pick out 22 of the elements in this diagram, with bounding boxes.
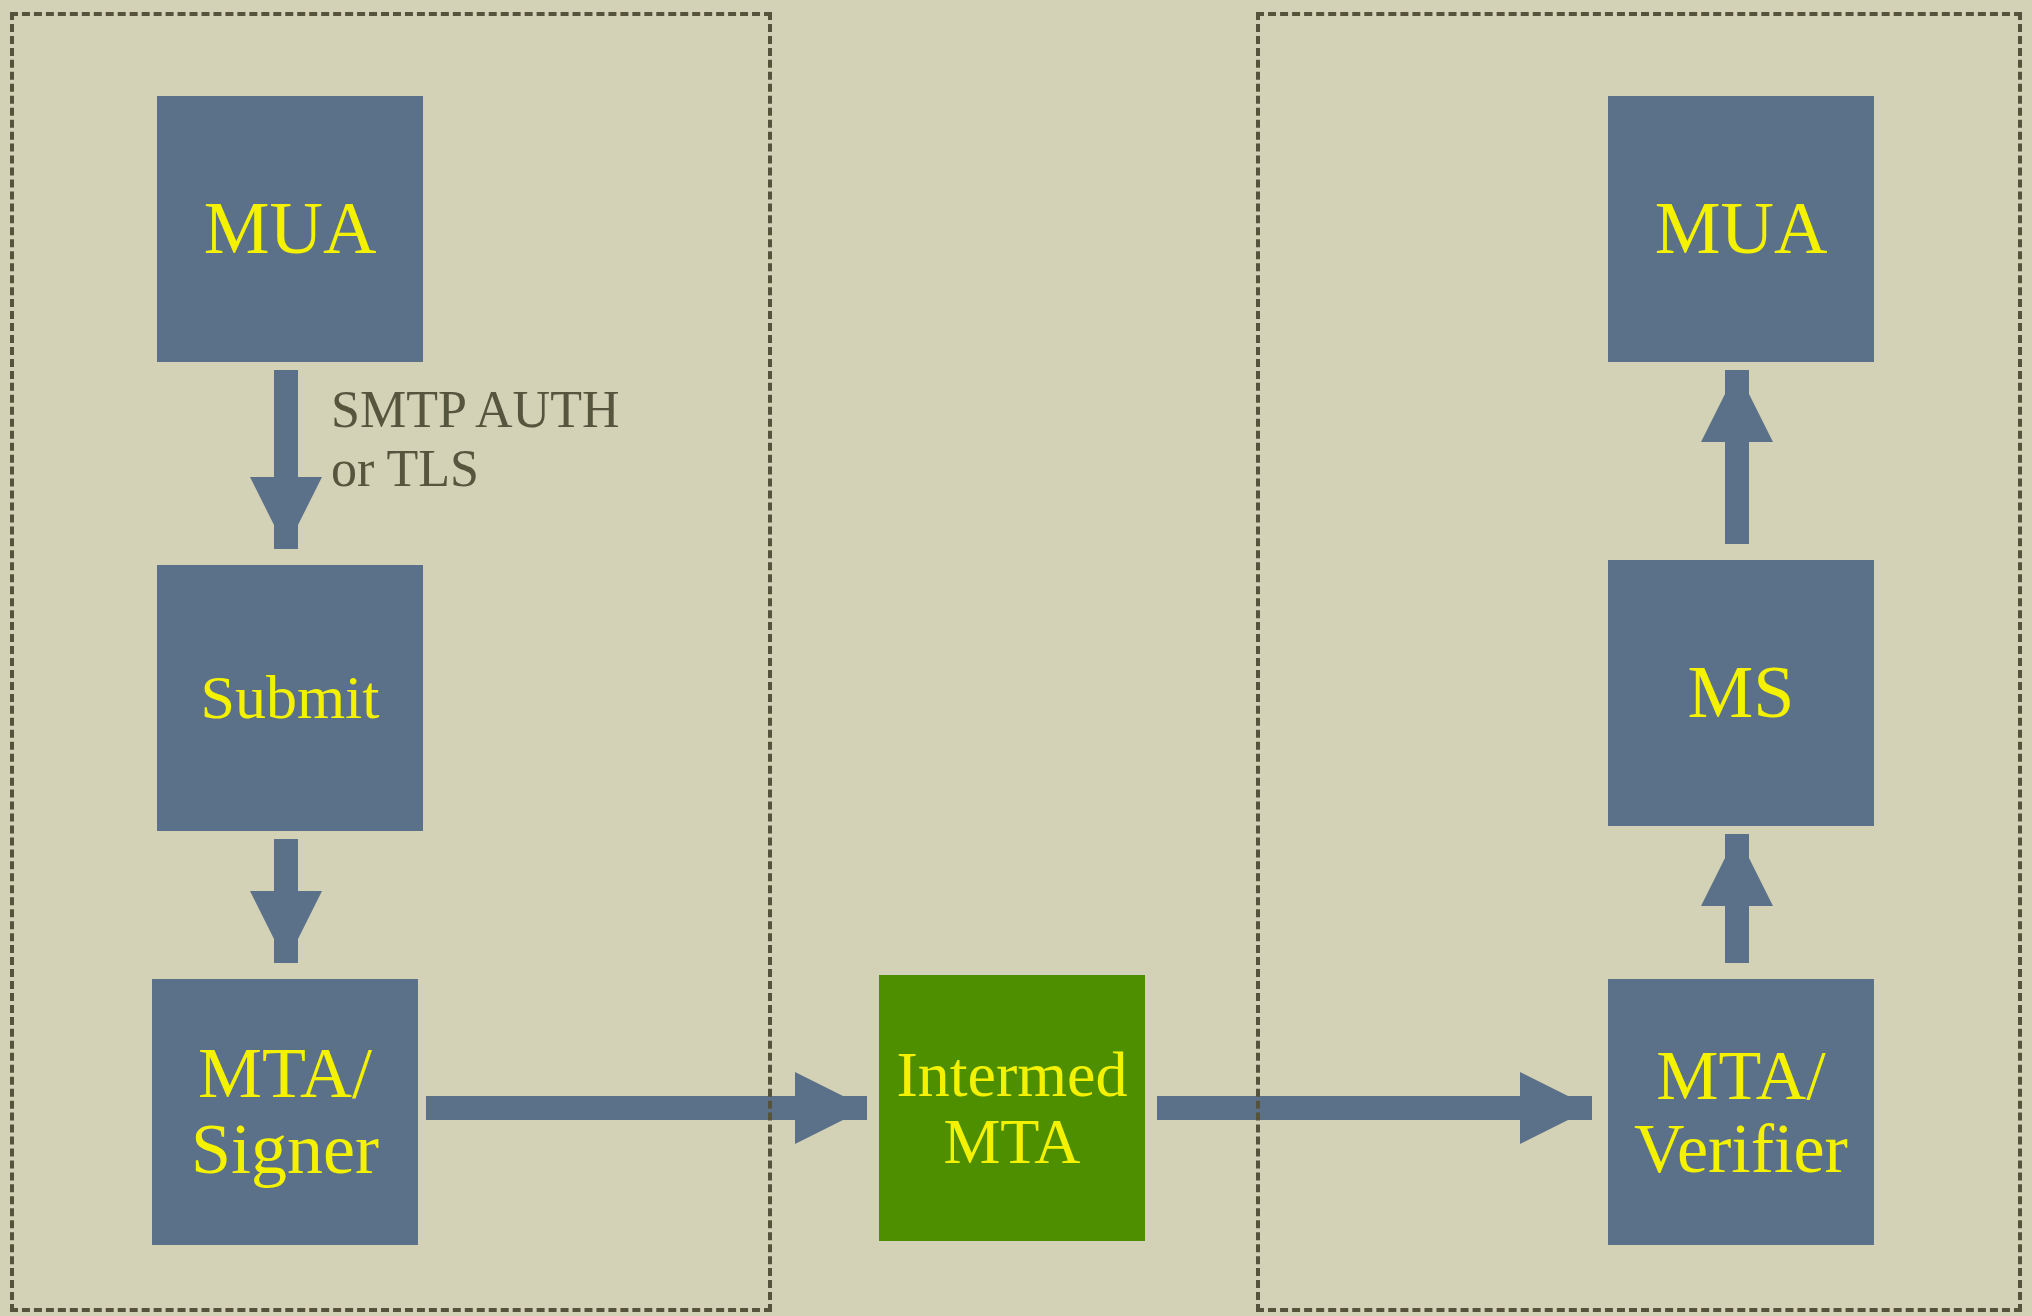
process-box	[1608, 979, 1874, 1245]
process-box	[1608, 96, 1874, 362]
node-label: MTA/ Signer	[190, 1036, 380, 1188]
node-label: MTA/ Verifier	[1633, 1038, 1849, 1186]
arrow	[1701, 370, 1773, 544]
process-box	[1608, 560, 1874, 826]
node-label: MS	[1687, 654, 1795, 732]
arrow	[250, 839, 322, 963]
arrow	[250, 370, 322, 549]
node-label: Submit	[200, 665, 380, 731]
relay-box	[879, 975, 1145, 1241]
dashed-group-border	[10, 12, 772, 1312]
process-box	[157, 565, 423, 831]
dashed-group-border	[1256, 12, 2022, 1312]
process-box	[152, 979, 418, 1245]
arrow	[1157, 1072, 1592, 1144]
process-box	[157, 96, 423, 362]
node-label: MUA	[203, 190, 377, 268]
arrow	[426, 1072, 867, 1144]
arrow	[1701, 834, 1773, 963]
node-label: Intermed MTA	[895, 1040, 1129, 1176]
node-label: MUA	[1654, 190, 1828, 268]
